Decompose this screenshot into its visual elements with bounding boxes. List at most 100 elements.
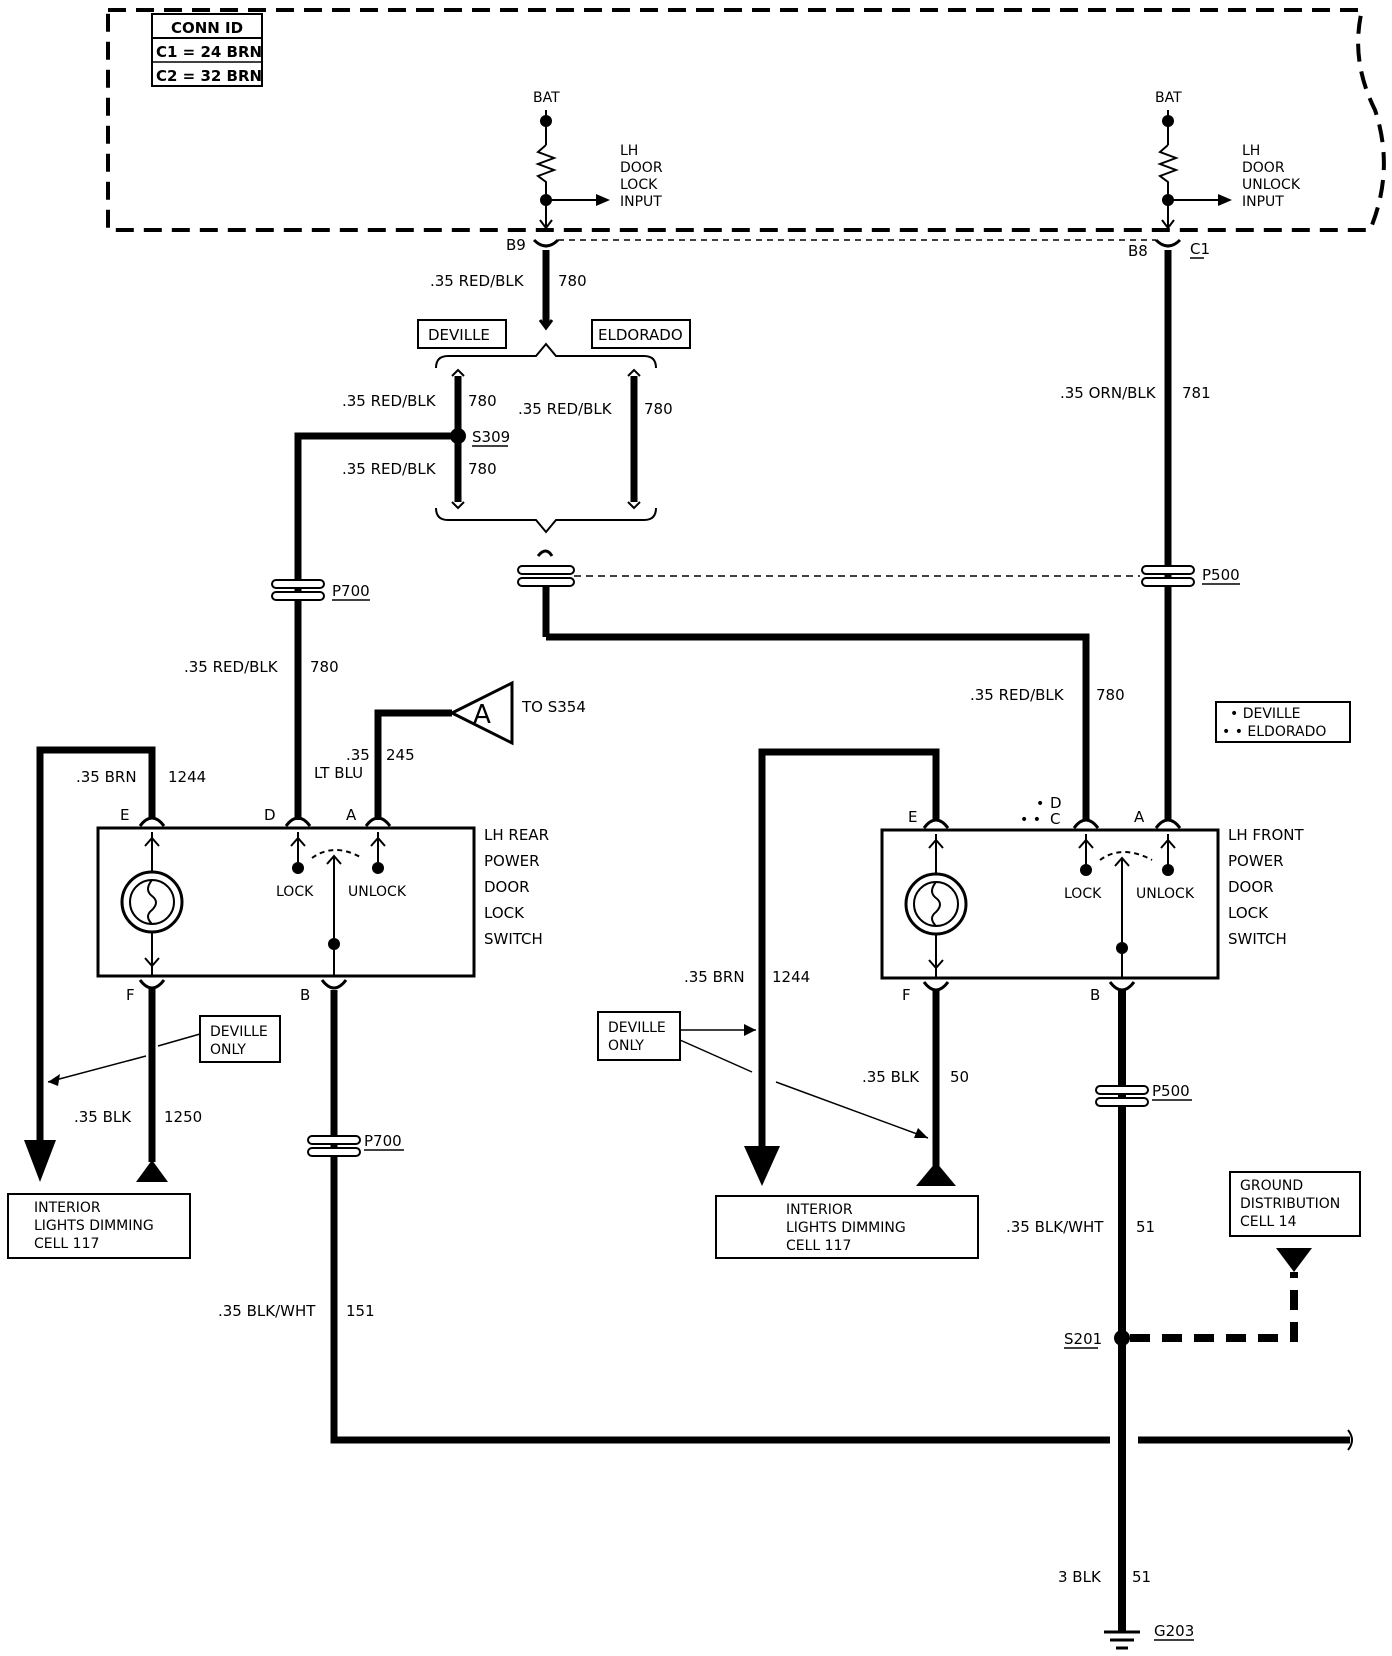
svg-text:•: • — [1036, 796, 1044, 812]
svg-text:E: E — [908, 808, 917, 826]
svg-text:.35 RED/BLK: .35 RED/BLK — [342, 392, 437, 410]
svg-text:CELL 117: CELL 117 — [786, 1238, 851, 1254]
svg-text:GROUND: GROUND — [1240, 1178, 1303, 1194]
connector-p500-top: P500 — [1202, 566, 1240, 584]
svg-text:INPUT: INPUT — [1242, 194, 1284, 210]
tag-eldorado: ELDORADO — [598, 326, 683, 344]
svg-text:51: 51 — [1136, 1218, 1155, 1236]
svg-text:• •: • • — [1020, 812, 1041, 828]
legend-eldorado: • • ELDORADO — [1222, 724, 1326, 740]
svg-text:780: 780 — [468, 392, 497, 410]
legend-deville: • DEVILLE — [1230, 706, 1301, 722]
svg-text:A: A — [1134, 808, 1145, 826]
svg-text:DISTRIBUTION: DISTRIBUTION — [1240, 1196, 1340, 1212]
svg-text:SWITCH: SWITCH — [484, 930, 543, 948]
lh-door-unlock-input: LH DOOR UNLOCK INPUT — [1242, 143, 1301, 210]
svg-text:LIGHTS DIMMING: LIGHTS DIMMING — [786, 1220, 906, 1236]
svg-text:B: B — [300, 986, 310, 1004]
svg-text:LH: LH — [1242, 143, 1260, 159]
lh-front-switch: E D C • • • A F B LOCK UNLOCK — [880, 794, 1220, 1004]
svg-text:780: 780 — [644, 400, 673, 418]
svg-text:CELL 14: CELL 14 — [1240, 1214, 1297, 1230]
svg-text:.35 RED/BLK: .35 RED/BLK — [342, 460, 437, 478]
svg-text:1244: 1244 — [772, 968, 810, 986]
bat-label-left: BAT — [533, 90, 560, 106]
conn-id-c1: C1 = 24 BRN — [156, 43, 262, 61]
svg-text:DEVILLE: DEVILLE — [210, 1024, 268, 1040]
front-switch-label: LH FRONT POWER DOOR LOCK SWITCH — [1228, 826, 1304, 948]
svg-text:LOCK: LOCK — [484, 904, 525, 922]
svg-text:.35 BLK: .35 BLK — [862, 1068, 920, 1086]
interior-dimming-left: INTERIOR LIGHTS DIMMING CELL 117 — [7, 1193, 191, 1259]
svg-text:CELL 117: CELL 117 — [34, 1236, 99, 1252]
svg-text:780: 780 — [1096, 686, 1125, 704]
splice-s201: S201 — [1064, 1330, 1102, 1348]
connector-p700-top: P700 — [332, 582, 370, 600]
svg-text:ONLY: ONLY — [608, 1038, 644, 1054]
svg-text:ONLY: ONLY — [210, 1042, 246, 1058]
svg-text:E: E — [120, 806, 129, 824]
svg-text:F: F — [902, 986, 911, 1004]
bat-label-right: BAT — [1155, 90, 1182, 106]
module-boundary — [106, 8, 1386, 232]
svg-text:.35 BLK/WHT: .35 BLK/WHT — [1006, 1218, 1104, 1236]
svg-text:1250: 1250 — [164, 1108, 202, 1126]
ground-g203: G203 — [1154, 1622, 1194, 1640]
svg-text:.35 ORN/BLK: .35 ORN/BLK — [1060, 384, 1157, 402]
svg-text:1244: 1244 — [168, 768, 206, 786]
svg-text:.35 BRN: .35 BRN — [684, 968, 745, 986]
svg-text:.35 BLK/WHT: .35 BLK/WHT — [218, 1302, 316, 1320]
svg-text:INTERIOR: INTERIOR — [34, 1200, 101, 1216]
svg-text:LIGHTS DIMMING: LIGHTS DIMMING — [34, 1218, 154, 1234]
conn-id-table: CONN ID C1 = 24 BRN C2 = 32 BRN — [151, 13, 263, 87]
svg-text:3 BLK: 3 BLK — [1058, 1568, 1102, 1586]
svg-text:LH REAR: LH REAR — [484, 826, 549, 844]
svg-text:INTERIOR: INTERIOR — [786, 1202, 853, 1218]
to-s354: TO S354 — [521, 698, 586, 716]
svg-text:DOOR: DOOR — [1242, 160, 1285, 176]
svg-text:.35: .35 — [346, 746, 370, 764]
connector-p500-bottom: P500 — [1152, 1082, 1190, 1100]
lh-rear-switch: E D A F B LOCK UNLOCK — [96, 806, 476, 1004]
svg-text:F: F — [126, 986, 135, 1004]
conn-id-c2: C2 = 32 BRN — [156, 67, 262, 85]
svg-text:D: D — [1050, 794, 1062, 812]
svg-text:LT BLU: LT BLU — [314, 764, 363, 782]
svg-text:245: 245 — [386, 746, 415, 764]
svg-text:UNLOCK: UNLOCK — [1136, 886, 1195, 902]
svg-text:LOCK: LOCK — [1064, 886, 1102, 902]
svg-text:DOOR: DOOR — [484, 878, 530, 896]
splice-s309: S309 — [472, 428, 510, 446]
svg-text:LOCK: LOCK — [620, 177, 658, 193]
svg-text:LH: LH — [620, 143, 638, 159]
svg-text:B: B — [1090, 986, 1100, 1004]
svg-text:UNLOCK: UNLOCK — [348, 884, 407, 900]
wire-780-size-top: .35 RED/BLK — [430, 272, 525, 290]
svg-text:781: 781 — [1182, 384, 1211, 402]
rear-switch-label: LH REAR POWER DOOR LOCK SWITCH — [484, 826, 549, 948]
pin-b9: B9 — [506, 236, 526, 254]
svg-text:50: 50 — [950, 1068, 969, 1086]
svg-text:.35 BLK: .35 BLK — [74, 1108, 132, 1126]
ground-distribution: GROUND DISTRIBUTION CELL 14 — [1240, 1178, 1340, 1230]
svg-text:SWITCH: SWITCH — [1228, 930, 1287, 948]
conn-id-title: CONN ID — [171, 19, 243, 37]
ref-a: A — [473, 700, 491, 730]
svg-text:POWER: POWER — [1228, 852, 1284, 870]
pin-c1: C1 — [1190, 240, 1210, 258]
svg-text:DOOR: DOOR — [620, 160, 663, 176]
svg-text:DOOR: DOOR — [1228, 878, 1274, 896]
wire-780-num-top: 780 — [558, 272, 587, 290]
svg-text:DEVILLE: DEVILLE — [608, 1020, 666, 1036]
svg-text:151: 151 — [346, 1302, 375, 1320]
svg-text:UNLOCK: UNLOCK — [1242, 177, 1301, 193]
svg-text:.35 BRN: .35 BRN — [76, 768, 137, 786]
svg-text:LH FRONT: LH FRONT — [1228, 826, 1304, 844]
svg-text:780: 780 — [468, 460, 497, 478]
svg-text:POWER: POWER — [484, 852, 540, 870]
svg-text:INPUT: INPUT — [620, 194, 662, 210]
tag-deville: DEVILLE — [428, 326, 490, 344]
svg-text:.35 RED/BLK: .35 RED/BLK — [970, 686, 1065, 704]
svg-text:D: D — [264, 806, 276, 824]
